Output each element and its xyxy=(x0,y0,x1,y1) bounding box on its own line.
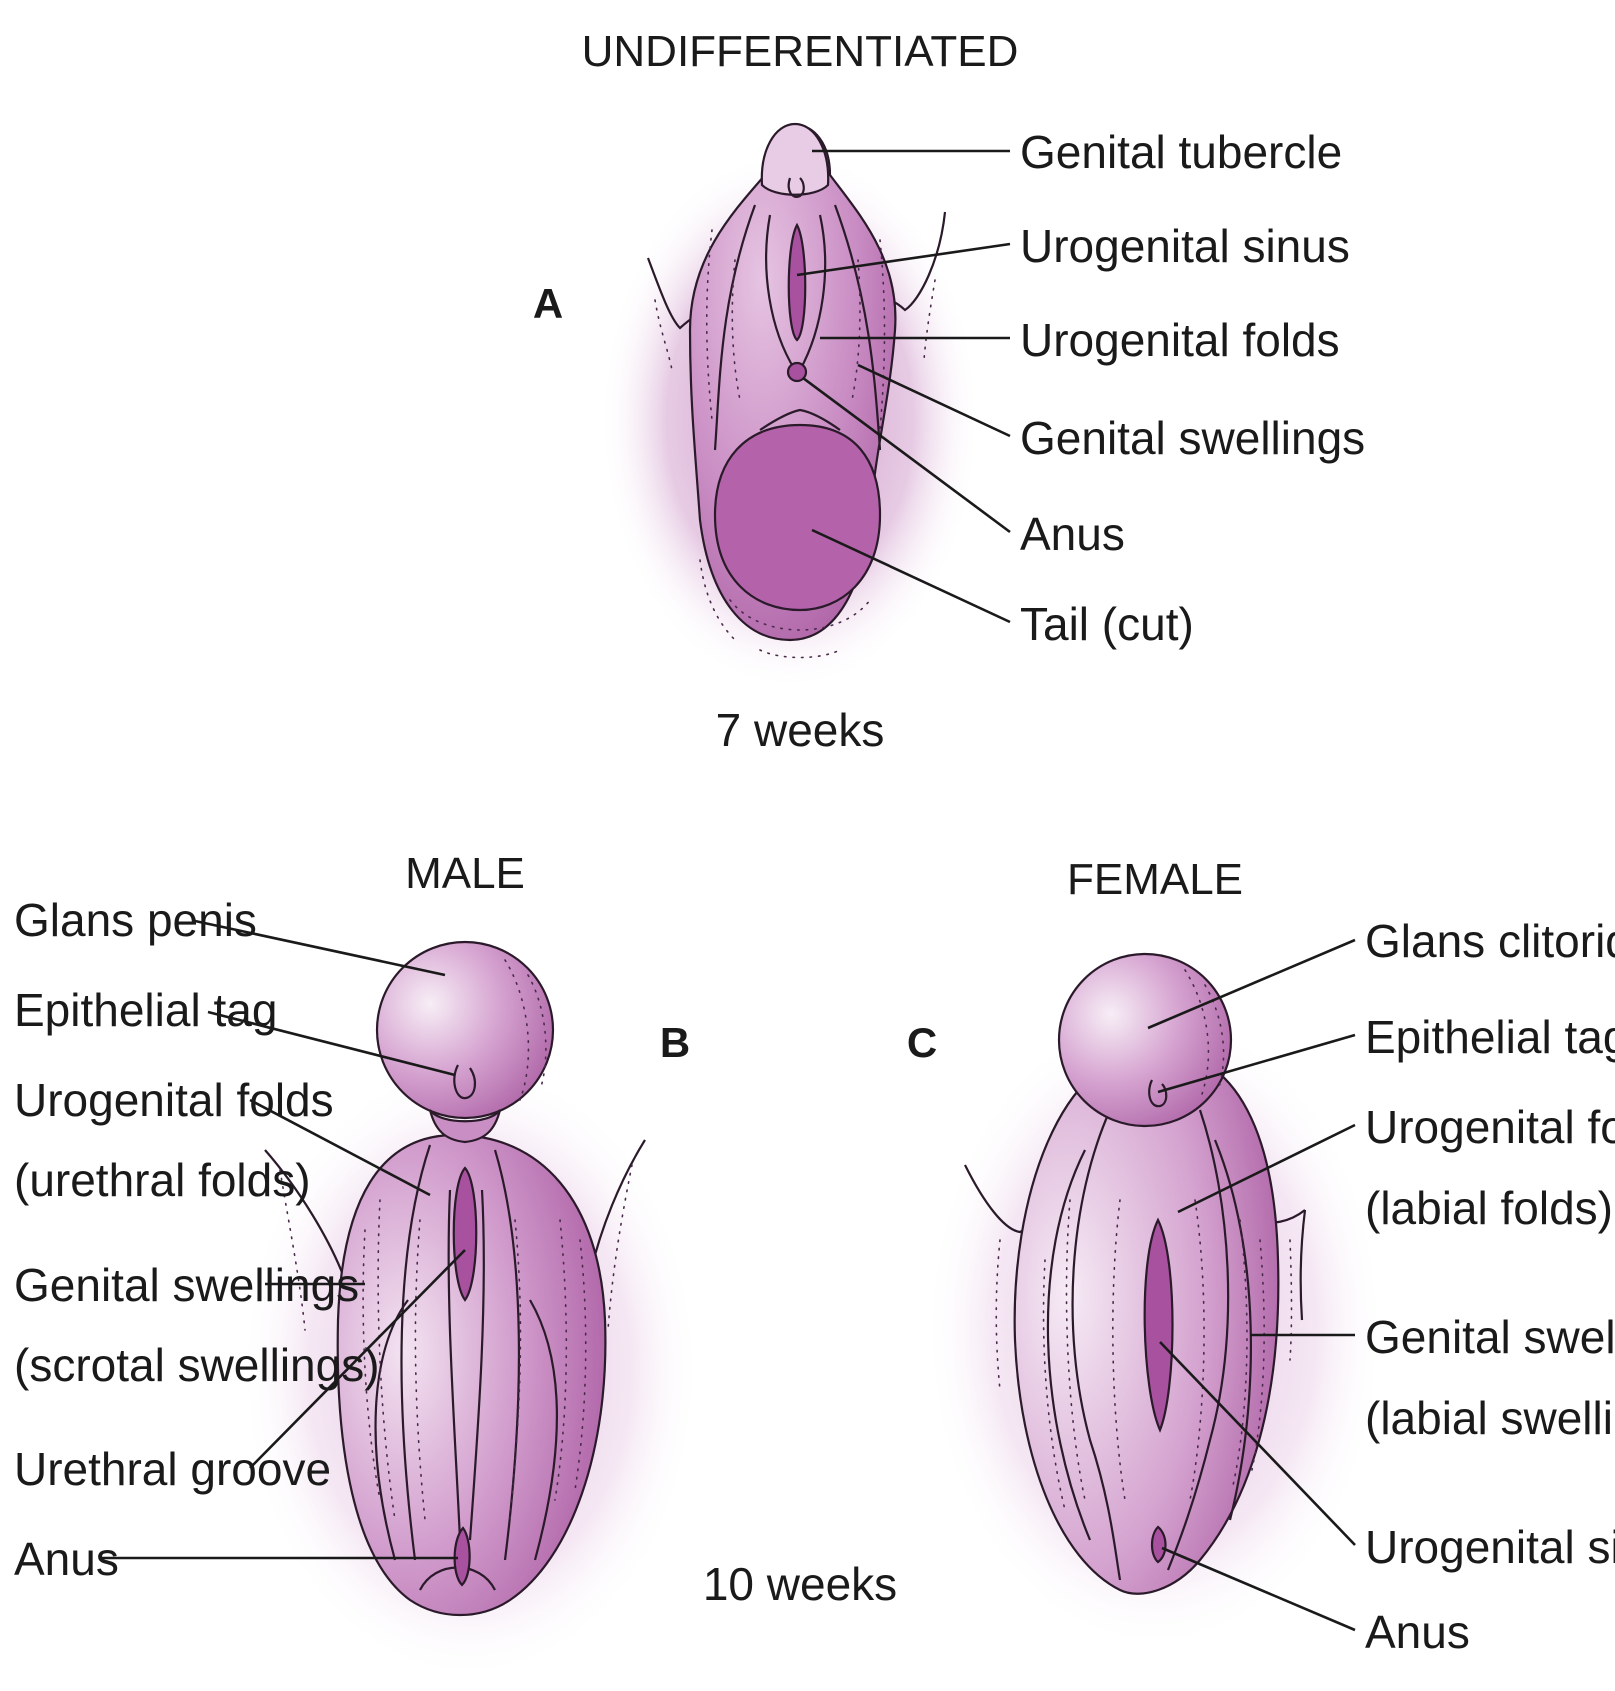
label-urogenital-folds-female: Urogenital folds xyxy=(1365,1101,1615,1153)
panel-a-letter: A xyxy=(533,280,563,327)
panel-c: FEMALE C xyxy=(907,855,1615,1658)
label-anus: Anus xyxy=(1020,508,1125,560)
embryo-illustration-7-weeks xyxy=(600,124,980,690)
label-epithelial-tag-male: Epithelial tag xyxy=(14,984,277,1036)
panel-a: UNDIFFERENTIATED A xyxy=(533,27,1365,756)
panel-c-title: FEMALE xyxy=(1067,855,1243,904)
panel-b-title: MALE xyxy=(405,849,525,898)
label-scrotal-swellings: (scrotal swellings) xyxy=(14,1339,380,1391)
age-10-weeks: 10 weeks xyxy=(703,1558,897,1610)
label-tail-cut: Tail (cut) xyxy=(1020,598,1194,650)
panel-b: MALE B xyxy=(14,849,700,1680)
label-genital-swellings-female: Genital swellings xyxy=(1365,1311,1615,1363)
male-illustration-10-weeks xyxy=(240,942,700,1680)
label-epithelial-tag-female: Epithelial tag xyxy=(1365,1011,1615,1063)
label-anus-female: Anus xyxy=(1365,1606,1470,1658)
label-anus-male: Anus xyxy=(14,1533,119,1585)
label-labial-swellings: (labial swellings) xyxy=(1365,1392,1615,1444)
label-urethral-groove: Urethral groove xyxy=(14,1443,331,1495)
label-urogenital-folds-male: Urogenital folds xyxy=(14,1074,334,1126)
label-glans-clitoridis: Glans clitoridis xyxy=(1365,915,1615,967)
label-urethral-folds: (urethral folds) xyxy=(14,1154,311,1206)
label-genital-swellings-male: Genital swellings xyxy=(14,1259,359,1311)
panel-a-age: 7 weeks xyxy=(716,704,885,756)
panel-a-labels: Genital tubercle Urogenital sinus Urogen… xyxy=(1020,126,1365,650)
female-illustration-10-weeks xyxy=(925,954,1385,1650)
panel-c-letter: C xyxy=(907,1019,937,1066)
label-genital-tubercle: Genital tubercle xyxy=(1020,126,1342,178)
panel-b-letter: B xyxy=(660,1019,690,1066)
label-urogenital-sinus: Urogenital sinus xyxy=(1020,220,1350,272)
panel-a-title: UNDIFFERENTIATED xyxy=(582,27,1019,76)
panel-c-labels: Glans clitoridis Epithelial tag Urogenit… xyxy=(1365,915,1615,1658)
label-genital-swellings: Genital swellings xyxy=(1020,412,1365,464)
label-urogenital-sinus-female: Urogenital sinus xyxy=(1365,1521,1615,1573)
label-glans-penis: Glans penis xyxy=(14,894,257,946)
label-urogenital-folds: Urogenital folds xyxy=(1020,314,1340,366)
label-labial-folds: (labial folds) xyxy=(1365,1182,1613,1234)
